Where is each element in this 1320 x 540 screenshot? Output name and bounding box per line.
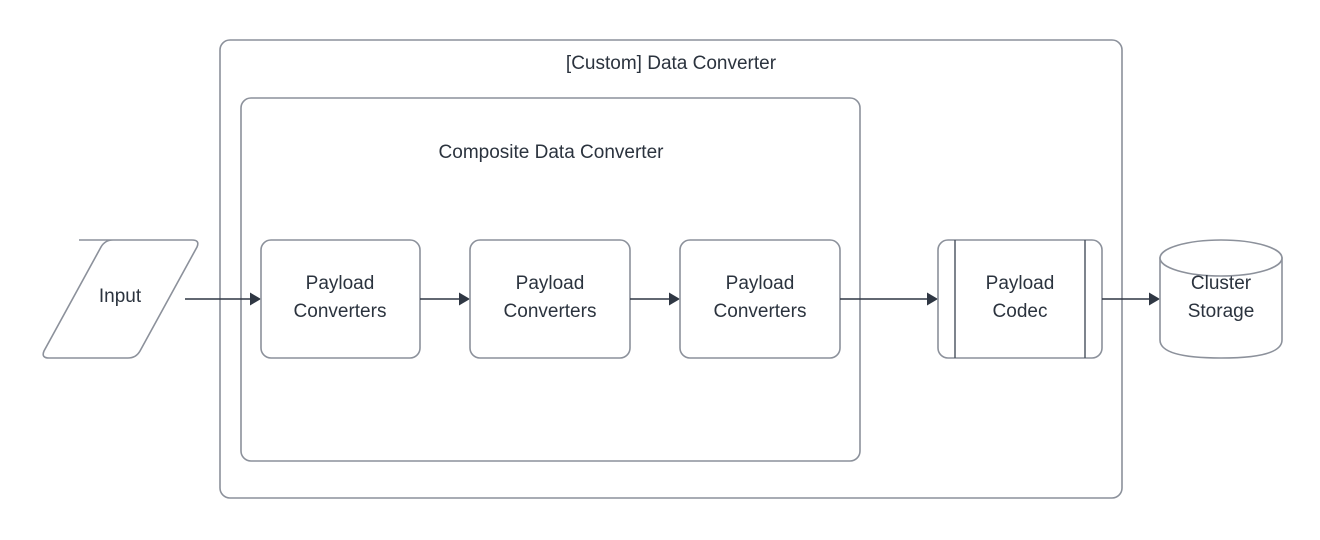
edge-input-to-payload-converters-1 [185,292,261,306]
input-label: Input [99,286,142,307]
node-payload-converters-3[interactable]: Payload Converters [679,239,841,359]
payload-converters-1-box[interactable] [260,239,421,359]
cluster-storage-label-line1: Cluster [1191,273,1252,294]
edge-payload-converters-1-to-2 [420,292,470,306]
payload-converters-3-label-line1: Payload [726,273,795,294]
arrowhead-icon [250,292,261,306]
node-input[interactable]: Input [42,239,199,359]
cluster-storage-body[interactable] [1159,257,1283,359]
arrowhead-icon [669,292,680,306]
payload-converters-2-box[interactable] [469,239,631,359]
payload-converters-2-label-line2: Converters [504,301,597,322]
payload-codec-box[interactable] [937,239,1103,359]
cluster-storage-label-line2: Storage [1188,301,1255,322]
edge-payload-converters-2-to-3 [630,292,680,306]
composite-data-converter-title: Composite Data Converter [439,142,665,163]
node-payload-converters-1[interactable]: Payload Converters [260,239,421,359]
arrowhead-icon [1149,292,1160,306]
payload-converters-1-label-line1: Payload [306,273,375,294]
custom-data-converter-title: [Custom] Data Converter [566,53,777,74]
arrowhead-icon [459,292,470,306]
payload-codec-label-line1: Payload [986,273,1055,294]
payload-converters-2-label-line1: Payload [516,273,585,294]
edge-payload-codec-to-cluster-storage [1102,292,1160,306]
payload-converters-1-label-line2: Converters [294,301,387,322]
payload-codec-label-line2: Codec [993,301,1048,322]
cluster-storage-top-ellipse [1159,239,1283,277]
node-cluster-storage[interactable]: Cluster Storage [1159,239,1283,359]
edge-payload-converters-3-to-payload-codec [840,292,938,306]
payload-converters-3-label-line2: Converters [714,301,807,322]
input-parallelogram[interactable] [42,239,199,359]
arrowhead-icon [927,292,938,306]
node-payload-converters-2[interactable]: Payload Converters [469,239,631,359]
node-payload-codec[interactable]: Payload Codec [937,239,1103,359]
payload-converters-3-box[interactable] [679,239,841,359]
